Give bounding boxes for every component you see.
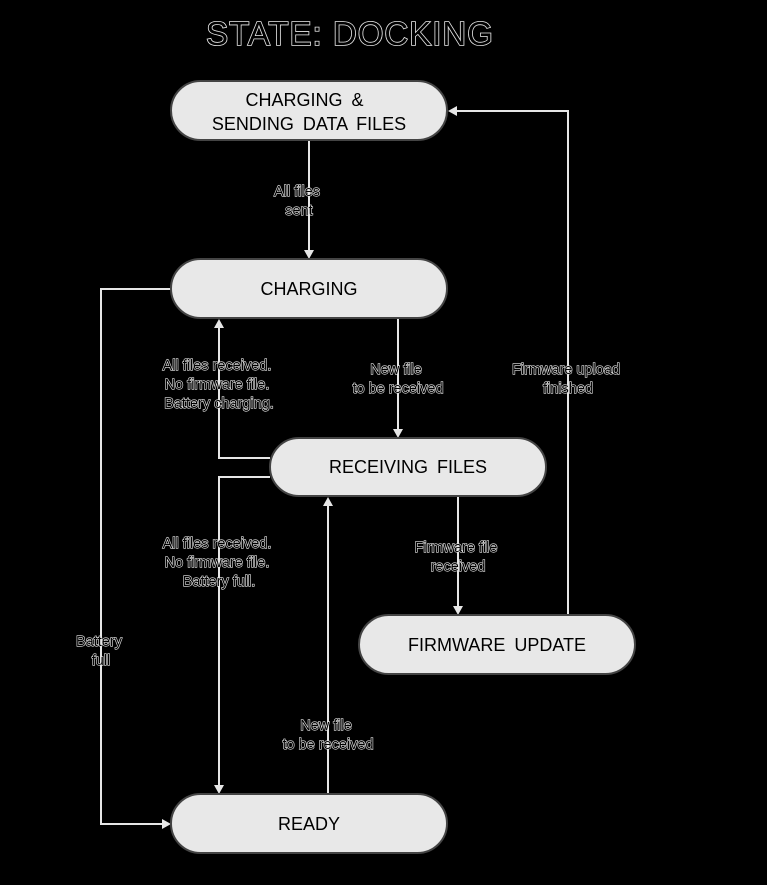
state-ready: READY bbox=[170, 793, 448, 854]
label-firmware-upload-finished: Firmware upload finished bbox=[512, 362, 624, 397]
edge-received-to-charging bbox=[218, 328, 270, 459]
edge-firmware-upload-finished bbox=[457, 110, 569, 615]
state-label: READY bbox=[278, 814, 340, 834]
state-charging: CHARGING bbox=[170, 258, 448, 319]
arrowhead bbox=[214, 785, 224, 794]
arrowhead bbox=[304, 250, 314, 259]
edge-battery-full bbox=[100, 288, 171, 825]
arrowhead bbox=[448, 106, 457, 116]
state-firmware-update: FIRMWARE UPDATE bbox=[358, 614, 636, 675]
state-label: CHARGING bbox=[260, 279, 357, 299]
state-receiving-files: RECEIVING FILES bbox=[269, 437, 547, 497]
state-charging-sending: CHARGING & SENDING DATA FILES bbox=[170, 80, 448, 141]
state-label: FIRMWARE UPDATE bbox=[408, 635, 586, 655]
label-all-files-sent: All files sent bbox=[274, 184, 324, 219]
state-label: CHARGING & SENDING DATA FILES bbox=[212, 90, 406, 134]
arrowhead bbox=[214, 319, 224, 328]
arrowhead bbox=[162, 819, 171, 829]
label-battery-full: Battery full bbox=[76, 634, 126, 669]
arrowhead bbox=[453, 606, 463, 615]
edge-received-to-ready bbox=[218, 476, 270, 785]
state-label: RECEIVING FILES bbox=[329, 457, 487, 477]
arrowhead bbox=[323, 497, 333, 506]
label-received-to-ready: All files received. No firmware file. Ba… bbox=[163, 536, 276, 590]
arrowhead bbox=[393, 429, 403, 438]
label-firmware-file-received: Firmware file received bbox=[414, 540, 501, 575]
diagram-title: STATE: DOCKING bbox=[206, 15, 494, 52]
label-received-to-charging: All files received. No firmware file. Ba… bbox=[163, 358, 276, 412]
label-new-file-from-charging: New file to be received bbox=[352, 362, 443, 397]
label-new-file-from-ready: New file to be received bbox=[282, 718, 373, 753]
